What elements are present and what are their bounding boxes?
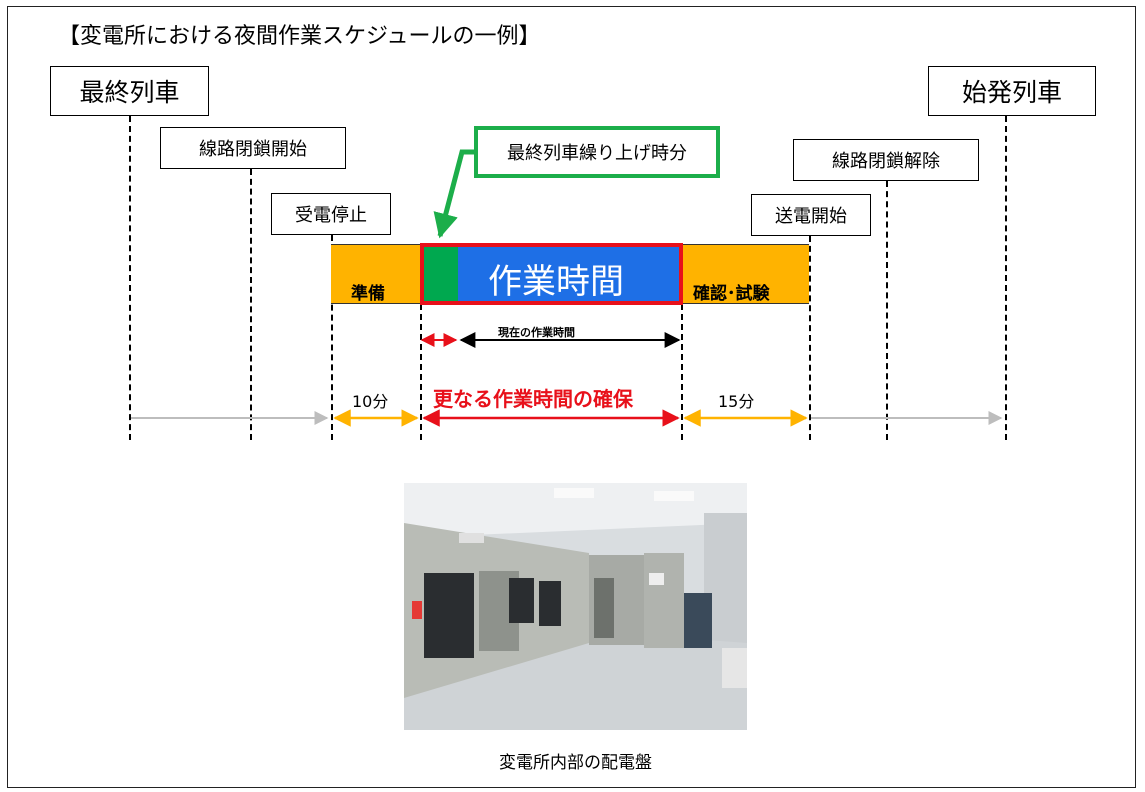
segment-work: 作業時間 (458, 244, 681, 304)
check-duration-label: 15分 (718, 392, 755, 411)
label-last-train: 最終列車 (50, 66, 209, 116)
switchboard-photo (404, 483, 747, 730)
callout-pointer-arrow (433, 149, 474, 239)
diagram-title: 【変電所における夜間作業スケジュールの一例】 (58, 24, 541, 49)
segment-prep: 準備 (331, 244, 420, 304)
label-power-off: 受電停止 (271, 193, 391, 235)
timeline-track-closure-start (250, 169, 252, 440)
arrows-layer (131, 149, 1003, 427)
segment-advance-time (420, 244, 458, 304)
timeline-last-train (129, 116, 131, 440)
timeline-power-on (809, 236, 811, 440)
segment-prep-label: 準備 (351, 284, 385, 304)
prep-duration-label: 10分 (352, 392, 389, 411)
callout-train-advance: 最終列車繰り上げ時分 (474, 126, 720, 178)
current-work-label: 現在の作業時間 (498, 326, 575, 339)
segment-check: 確認･試験 (681, 244, 809, 304)
timeline-first-train (1005, 116, 1007, 440)
timeline-power-off (331, 235, 333, 440)
label-first-train: 始発列車 (928, 66, 1096, 116)
timeline-work-start (420, 304, 422, 440)
extended-work-highlight (420, 243, 683, 305)
extra-work-label: 更なる作業時間の確保 (433, 387, 633, 411)
segment-work-label: 作業時間 (488, 262, 624, 302)
timeline-work-end (681, 304, 683, 440)
label-track-closure-release: 線路閉鎖解除 (793, 139, 979, 181)
photo-caption: 変電所内部の配電盤 (499, 753, 652, 773)
timeline-track-closure-release (886, 181, 888, 440)
label-track-closure-start: 線路閉鎖開始 (160, 127, 346, 169)
label-power-on: 送電開始 (751, 194, 871, 236)
segment-check-label: 確認･試験 (693, 284, 770, 304)
